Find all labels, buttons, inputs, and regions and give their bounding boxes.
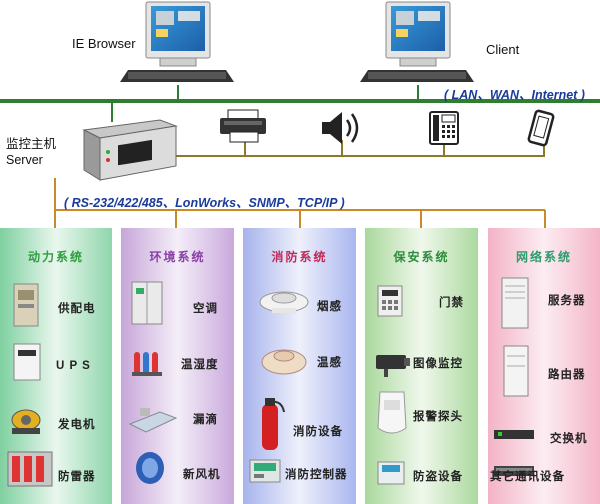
item-switch: 交换机 [550, 433, 588, 445]
switch-icon [494, 430, 534, 439]
other-comm-device-icon [494, 466, 534, 476]
item-other-comm: 其它通讯设备 [490, 471, 565, 483]
item-fire-equipment: 消防设备 [293, 426, 343, 438]
heat-detector-icon [261, 349, 307, 375]
network-label: ( LAN、WAN、Internet ) [444, 88, 585, 102]
protocol-label: ( RS-232/422/485、LonWorks、SNMP、TCP/IP ) [64, 196, 345, 210]
client-label: Client [486, 42, 520, 57]
item-water-leak: 漏滴 [193, 414, 218, 426]
ie-browser-label: IE Browser [72, 36, 136, 51]
item-smoke: 烟感 [317, 301, 342, 313]
alarm-sensor-icon [377, 391, 407, 434]
panel-title-power: 动力系统 [27, 250, 84, 264]
panel-title-security: 保安系统 [393, 250, 450, 264]
item-temp-humidity: 温湿度 [181, 359, 219, 371]
fire-extinguisher-icon [262, 398, 285, 450]
surveillance-camera-icon [376, 355, 410, 377]
item-air-conditioner: 空调 [193, 303, 218, 315]
server-label-cn: 监控主机 [6, 137, 57, 151]
speaker-icon [322, 112, 359, 144]
surge-protector-icon [7, 451, 53, 487]
server-label-en: Server [6, 153, 43, 167]
temp-humidity-icon [132, 352, 162, 376]
item-ups: U P S [56, 360, 91, 372]
server-device-icon [501, 277, 529, 329]
anti-theft-device-icon [377, 461, 405, 485]
generator-icon [11, 409, 41, 434]
fire-controller-icon [249, 459, 281, 483]
smoke-detector-icon [259, 291, 309, 313]
fresh-air-fan-icon [136, 452, 164, 484]
item-alarm-sensor: 报警探头 [413, 411, 463, 423]
panel-power: 动力系统 供配电 U P S 发电机 防雷器 [0, 228, 112, 504]
panel-title-fire: 消防系统 [271, 250, 328, 264]
air-conditioner-icon [131, 281, 163, 325]
item-router: 路由器 [548, 369, 586, 381]
server-icon [82, 119, 178, 181]
item-anti-theft: 防盗设备 [413, 471, 463, 483]
printer-icon [220, 109, 266, 143]
item-access-control: 门禁 [439, 297, 464, 309]
ie-browser-computer-icon [120, 1, 234, 82]
power-distribution-icon [13, 283, 39, 327]
panel-environment: 环境系统 空调 温湿度 漏滴 新风机 [121, 228, 234, 504]
panel-network: 网络系统 服务器 路由器 交换机 其它通讯设备 [488, 228, 600, 504]
panel-fire: 消防系统 烟感 温感 消防设备 消防控制器 [243, 228, 356, 504]
item-surge-protector: 防雷器 [58, 471, 96, 483]
client-computer-icon [360, 1, 474, 82]
phone-icon [429, 111, 459, 145]
item-video-monitor: 图像监控 [413, 358, 463, 370]
item-fresh-air: 新风机 [183, 469, 221, 481]
item-generator: 发电机 [58, 419, 96, 431]
access-control-icon [377, 285, 403, 317]
mobile-icon [527, 109, 555, 147]
panel-title-network: 网络系统 [515, 250, 572, 264]
ups-icon [13, 343, 41, 381]
item-heat: 温感 [317, 357, 342, 369]
panel-security: 保安系统 门禁 图像监控 报警探头 防盗设备 [365, 228, 478, 504]
item-server: 服务器 [548, 295, 586, 307]
panel-title-environment: 环境系统 [149, 250, 206, 264]
item-power-distribution: 供配电 [58, 303, 96, 315]
router-icon [503, 345, 529, 397]
item-fire-controller: 消防控制器 [285, 469, 348, 481]
network-backbone [0, 99, 600, 103]
water-leak-icon [128, 408, 178, 433]
